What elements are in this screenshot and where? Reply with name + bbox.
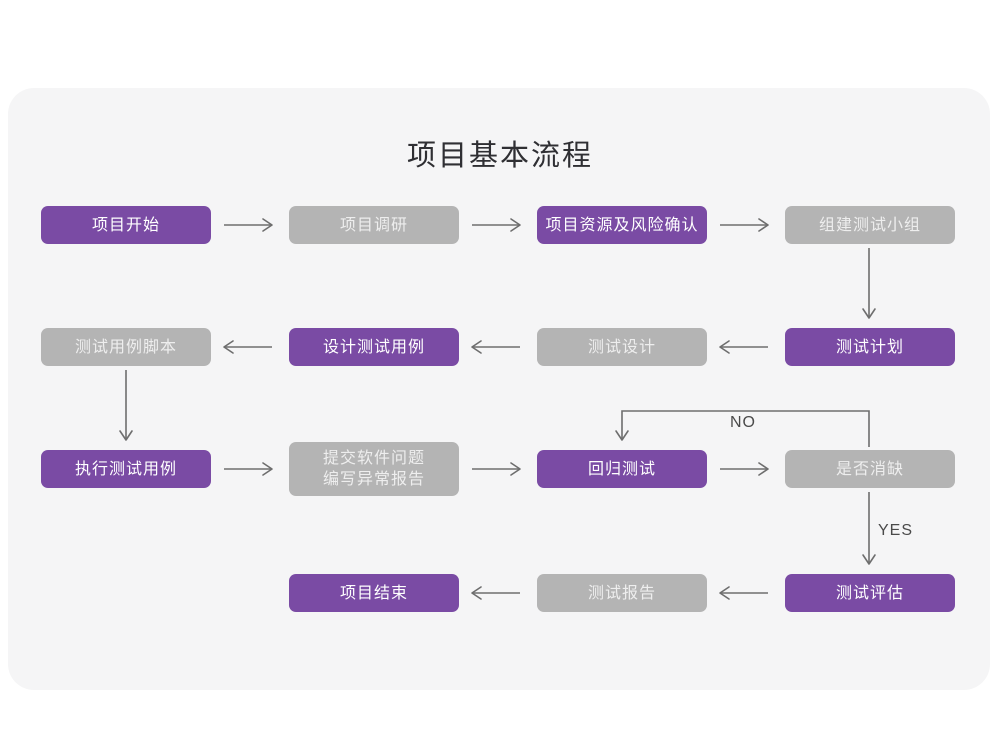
- flow-node-test-plan[interactable]: 测试计划: [785, 328, 955, 366]
- flow-node-regression-test[interactable]: 回归测试: [537, 450, 707, 488]
- flow-node-test-design[interactable]: 测试设计: [537, 328, 707, 366]
- flow-node-execute-test-case[interactable]: 执行测试用例: [41, 450, 211, 488]
- flow-node-test-report[interactable]: 测试报告: [537, 574, 707, 612]
- edge-label-yes: YES: [878, 522, 914, 539]
- flow-node-resource-risk-confirm[interactable]: 项目资源及风险确认: [537, 206, 707, 244]
- flow-node-design-test-case[interactable]: 设计测试用例: [289, 328, 459, 366]
- flow-node-project-start[interactable]: 项目开始: [41, 206, 211, 244]
- flow-node-test-evaluation[interactable]: 测试评估: [785, 574, 955, 612]
- flow-node-project-research[interactable]: 项目调研: [289, 206, 459, 244]
- flow-node-defect-cleared-decision[interactable]: 是否消缺: [785, 450, 955, 488]
- edge-label-no: NO: [730, 414, 756, 431]
- page-title: 项目基本流程: [406, 140, 593, 172]
- flow-node-submit-defect-report[interactable]: 提交软件问题 编写异常报告: [289, 442, 459, 496]
- flow-node-form-test-team[interactable]: 组建测试小组: [785, 206, 955, 244]
- flow-node-test-case-script[interactable]: 测试用例脚本: [41, 328, 211, 366]
- flow-node-project-end[interactable]: 项目结束: [289, 574, 459, 612]
